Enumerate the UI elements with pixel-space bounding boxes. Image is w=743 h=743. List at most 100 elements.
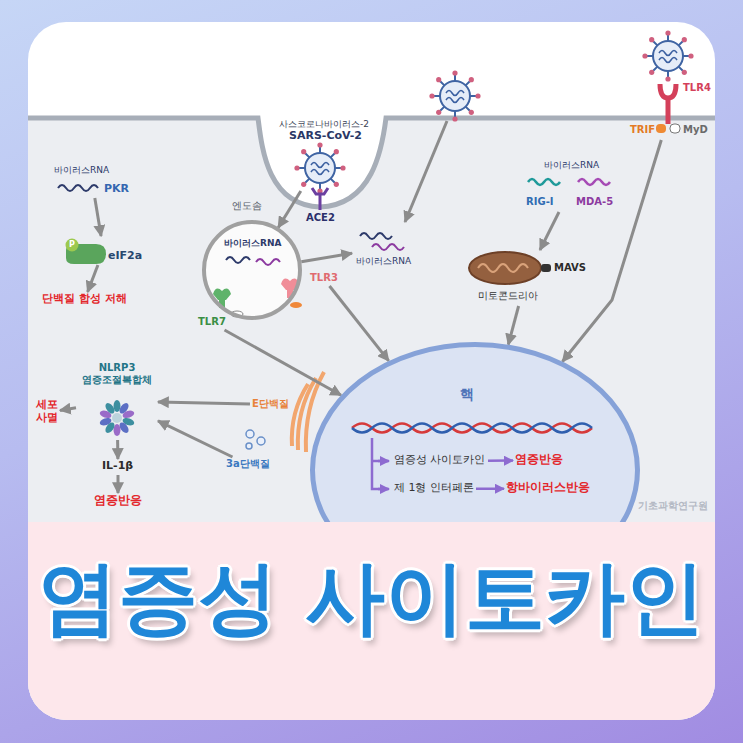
phosphate-dot: [66, 239, 79, 252]
rna-strand: [372, 244, 404, 250]
node-text: 바이러스RNA: [54, 165, 109, 175]
complex-core: [112, 413, 122, 423]
virus-group: 사스코로나바이러스-2SARS-CoV-2: [275, 119, 371, 191]
connector-arrow: [158, 421, 233, 457]
mitochondrion-cristae: [478, 264, 528, 272]
rna-strand: [360, 233, 392, 239]
connector-arrow: [88, 265, 98, 292]
node-text: IL-1β: [102, 460, 133, 473]
vesicle: [257, 437, 265, 445]
node-text: 미토콘드리아: [478, 290, 538, 302]
node-text: PKR: [104, 183, 129, 196]
node-text: 바이러스RNA: [224, 238, 281, 248]
expression-arrow: [378, 488, 389, 491]
ace2-receptor: [312, 188, 328, 210]
endosome-fill: [204, 222, 300, 318]
title-text: 염증성 사이토카인: [38, 552, 706, 644]
node-text: TLR7: [198, 316, 226, 328]
rna-group: 바이러스RNA: [352, 226, 422, 269]
node-text: TRIF: [630, 124, 655, 136]
rna-strand: [58, 185, 98, 191]
node-text: RIG-I: [526, 196, 554, 208]
node-text: eIF2a: [108, 250, 142, 263]
connector-arrow: [301, 253, 352, 261]
connector-arrow: [225, 330, 342, 395]
nlrp3-complex: [99, 400, 135, 436]
title-band: 염증성 사이토카인: [28, 522, 715, 720]
endosome-outline: [202, 220, 302, 320]
node-text: 제 1형 인터페론: [394, 482, 474, 495]
node-text: SARS-CoV-2: [289, 130, 362, 143]
node-text: TLR3: [310, 272, 338, 284]
dna-strand: [352, 424, 592, 433]
eif2a-group: PeIF2a: [62, 236, 145, 265]
vesicle: [246, 430, 254, 438]
receptor-label: ACE2: [306, 212, 335, 224]
node-text: MDA-5: [576, 196, 613, 208]
response-label: 염증반응: [513, 452, 565, 469]
virus-icon: [294, 142, 345, 193]
tlr4-group: TLR4TRIFMyD: [628, 80, 713, 140]
vesicle: [246, 443, 252, 449]
nucleus-border: [313, 345, 638, 596]
cell-region: [28, 118, 715, 720]
node-text: 핵: [460, 386, 474, 402]
rna-strand: [578, 179, 610, 185]
complex-unit: [114, 400, 121, 412]
connector-arrow: [508, 306, 518, 345]
node-text: 항바이러스반응: [506, 481, 590, 495]
connector-arrow: [117, 475, 120, 493]
complex-unit: [122, 409, 136, 419]
node-text: P: [69, 240, 75, 249]
mitochondrion: [469, 252, 541, 284]
expression-arrow: [378, 460, 389, 463]
pkr-group: 바이러스RNA PKR: [52, 165, 132, 198]
node-text: E단백질: [252, 398, 289, 410]
connector-arrow: [488, 459, 513, 462]
receptor-label: TLR7: [196, 316, 228, 330]
myd-capsule: [670, 124, 680, 133]
node-text: 3a단백질: [226, 458, 270, 470]
node-text: 바이러스RNA: [544, 160, 599, 170]
node-text: 염증반응: [515, 453, 563, 467]
complex-unit: [114, 424, 121, 436]
protein-label: 3a단백질: [224, 457, 272, 472]
product-label: 제 1형 인터페론: [392, 481, 476, 497]
cytoplasm: [28, 118, 715, 720]
product-label: 염증성 사이토카인: [392, 453, 488, 469]
complex-unit: [99, 417, 113, 427]
sensor-group: 바이러스RNA RIG-I MDA-5: [522, 160, 622, 212]
rna-strand: [226, 257, 250, 263]
node-text: NLRP3 염증조절복합체: [82, 362, 152, 385]
node-text: 염증성 사이토카인: [394, 454, 486, 467]
cytokine-label: IL-1β: [100, 459, 136, 475]
connector-arrow: [330, 286, 389, 361]
mavs-bead: [541, 264, 551, 272]
connector-arrow: [116, 440, 119, 459]
node-text: 세포 사멸: [36, 399, 58, 424]
response-label: 항바이러스반응: [504, 480, 592, 497]
node-text: 바이러스RNA: [356, 256, 411, 266]
entry-arrow: [405, 121, 447, 222]
rna-strand: [528, 179, 560, 185]
connector-arrow: [60, 408, 76, 411]
connector-arrow: [158, 402, 250, 404]
connector-arrow: [95, 198, 101, 236]
tlr4-receptor: [660, 84, 676, 124]
expression-arrow: [372, 438, 388, 489]
endosome: 엔도솜바이러스RNATLR7TLR3: [202, 220, 302, 320]
complex-unit: [104, 401, 117, 415]
connector-arrow: [563, 140, 662, 362]
watermark: 기초과학연구원: [638, 500, 708, 512]
rna-label: 바이러스RNA: [222, 237, 284, 251]
node-text: 염증반응: [94, 494, 142, 508]
node-text: 엔도솜: [232, 200, 262, 212]
endosome-border: [204, 222, 300, 318]
outcome-label: 세포 사멸: [34, 398, 60, 427]
adaptor-capsule: [290, 302, 302, 308]
inflammasome-group: NLRP3 염증조절복합체: [76, 362, 158, 440]
node-text: MyD: [683, 124, 708, 136]
connector-arrow: [278, 191, 301, 228]
outcome-label: 염증반응: [92, 493, 144, 510]
